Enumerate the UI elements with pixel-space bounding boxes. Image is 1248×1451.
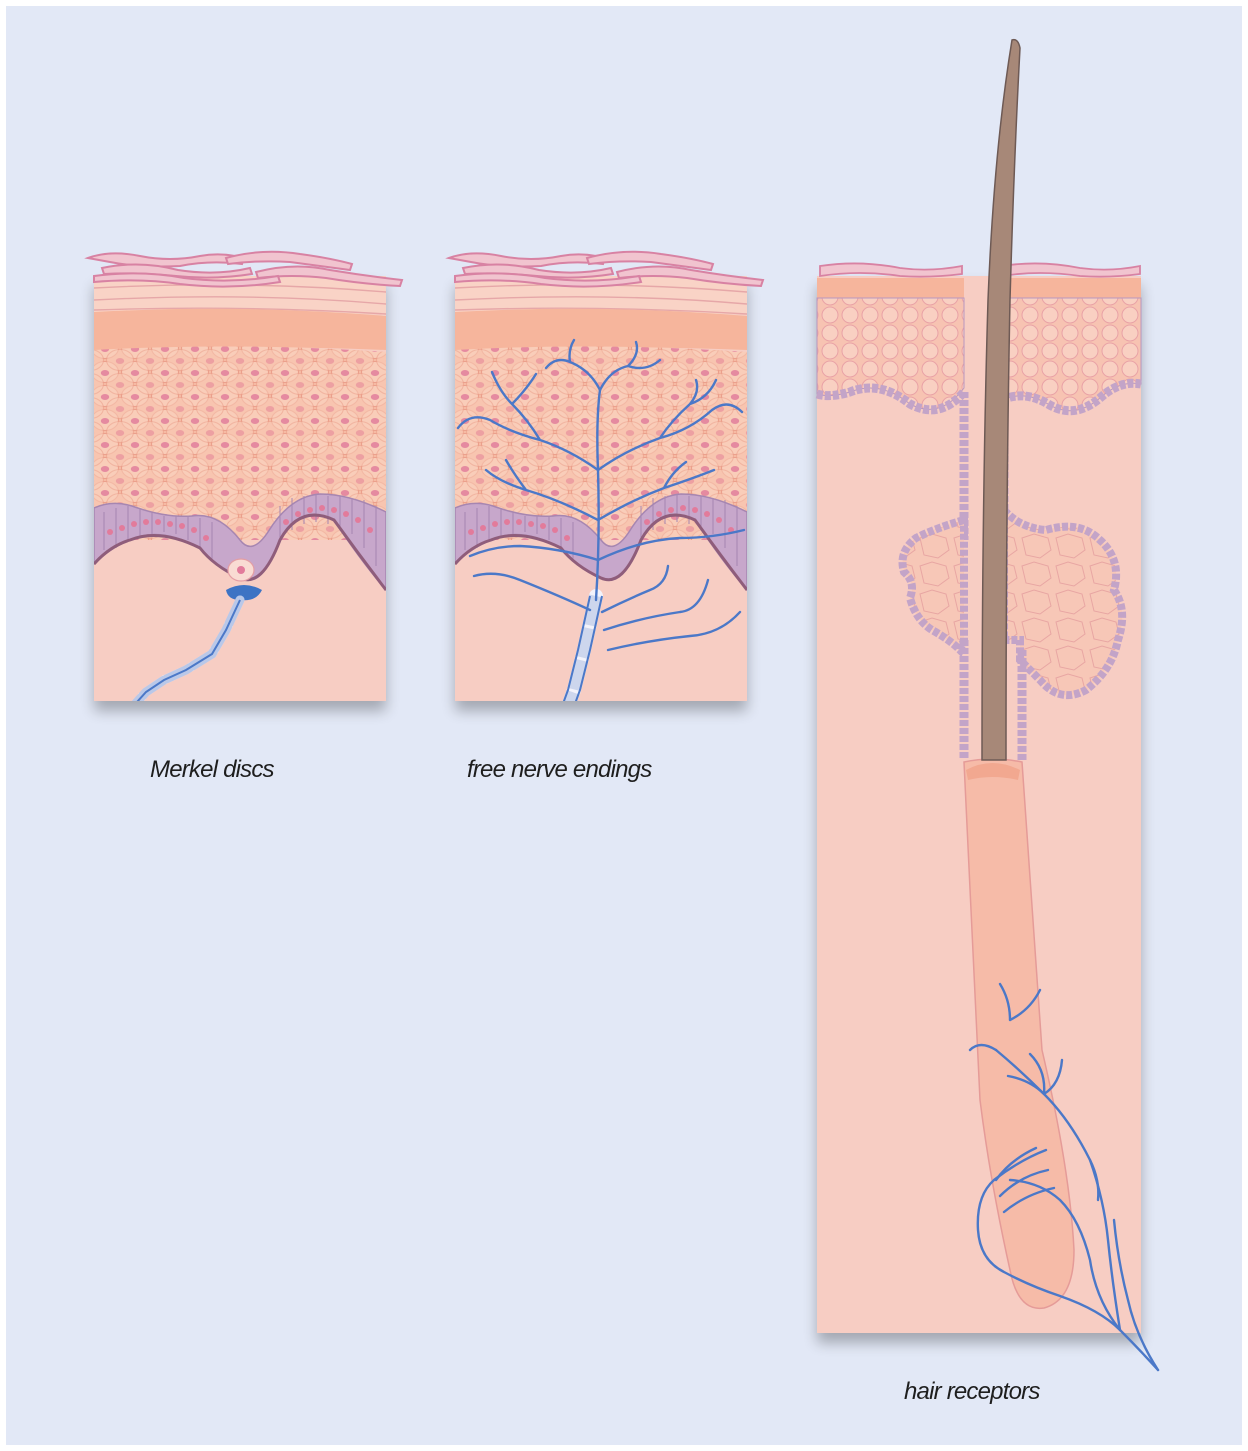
hair-receptor-panel xyxy=(817,40,1158,1370)
hair-receptors-label: hair receptors xyxy=(904,1378,1040,1406)
free-nerve-endings-panel xyxy=(449,252,763,712)
free-nerve-endings-label: free nerve endings xyxy=(467,756,651,784)
merkel-discs-label: Merkel discs xyxy=(150,756,274,784)
merkel-disc-panel xyxy=(88,252,402,712)
